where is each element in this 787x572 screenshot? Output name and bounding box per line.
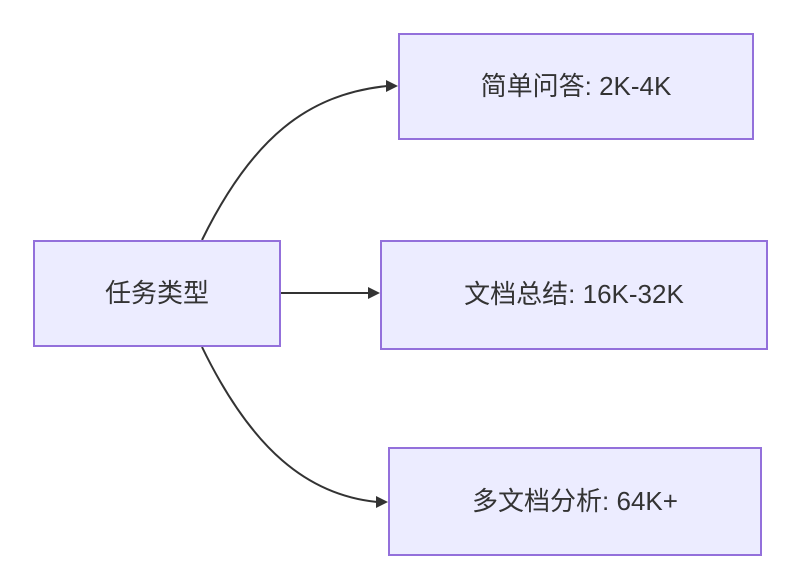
node-doc-summary-label: 文档总结: 16K-32K: [464, 279, 684, 310]
node-task-type-label: 任务类型: [104, 277, 209, 308]
arrowhead-doc-summary-icon: [368, 287, 380, 299]
edge-root-to-multi-doc: [201, 346, 378, 503]
node-multi-doc: 多文档分析: 64K+: [388, 447, 762, 556]
arrowhead-multi-doc-icon: [376, 496, 388, 508]
edge-root-to-simple-qa: [201, 85, 388, 241]
node-simple-qa-label: 简单问答: 2K-4K: [480, 70, 672, 101]
node-multi-doc-label: 多文档分析: 64K+: [472, 485, 678, 516]
node-doc-summary: 文档总结: 16K-32K: [380, 240, 768, 350]
node-simple-qa: 简单问答: 2K-4K: [398, 33, 754, 140]
arrowhead-simple-qa-icon: [386, 80, 398, 92]
node-task-type: 任务类型: [33, 240, 281, 347]
